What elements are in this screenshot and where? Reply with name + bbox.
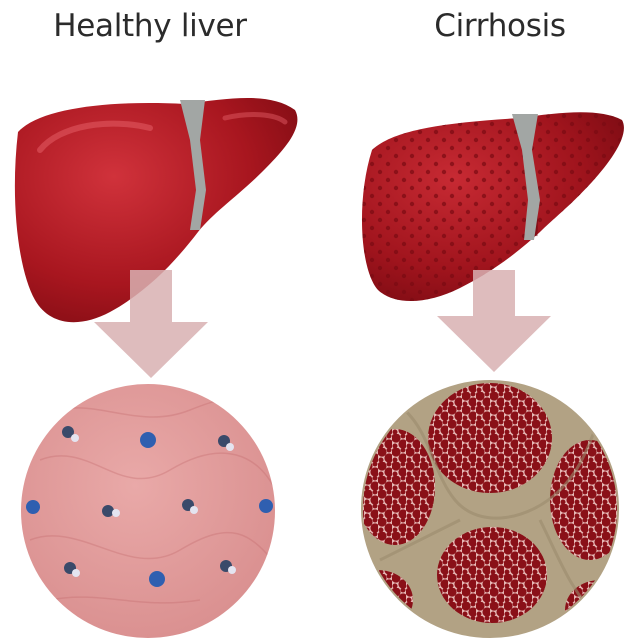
cirrhotic-tissue-circle — [343, 381, 631, 640]
healthy-tissue-circle — [21, 384, 280, 638]
